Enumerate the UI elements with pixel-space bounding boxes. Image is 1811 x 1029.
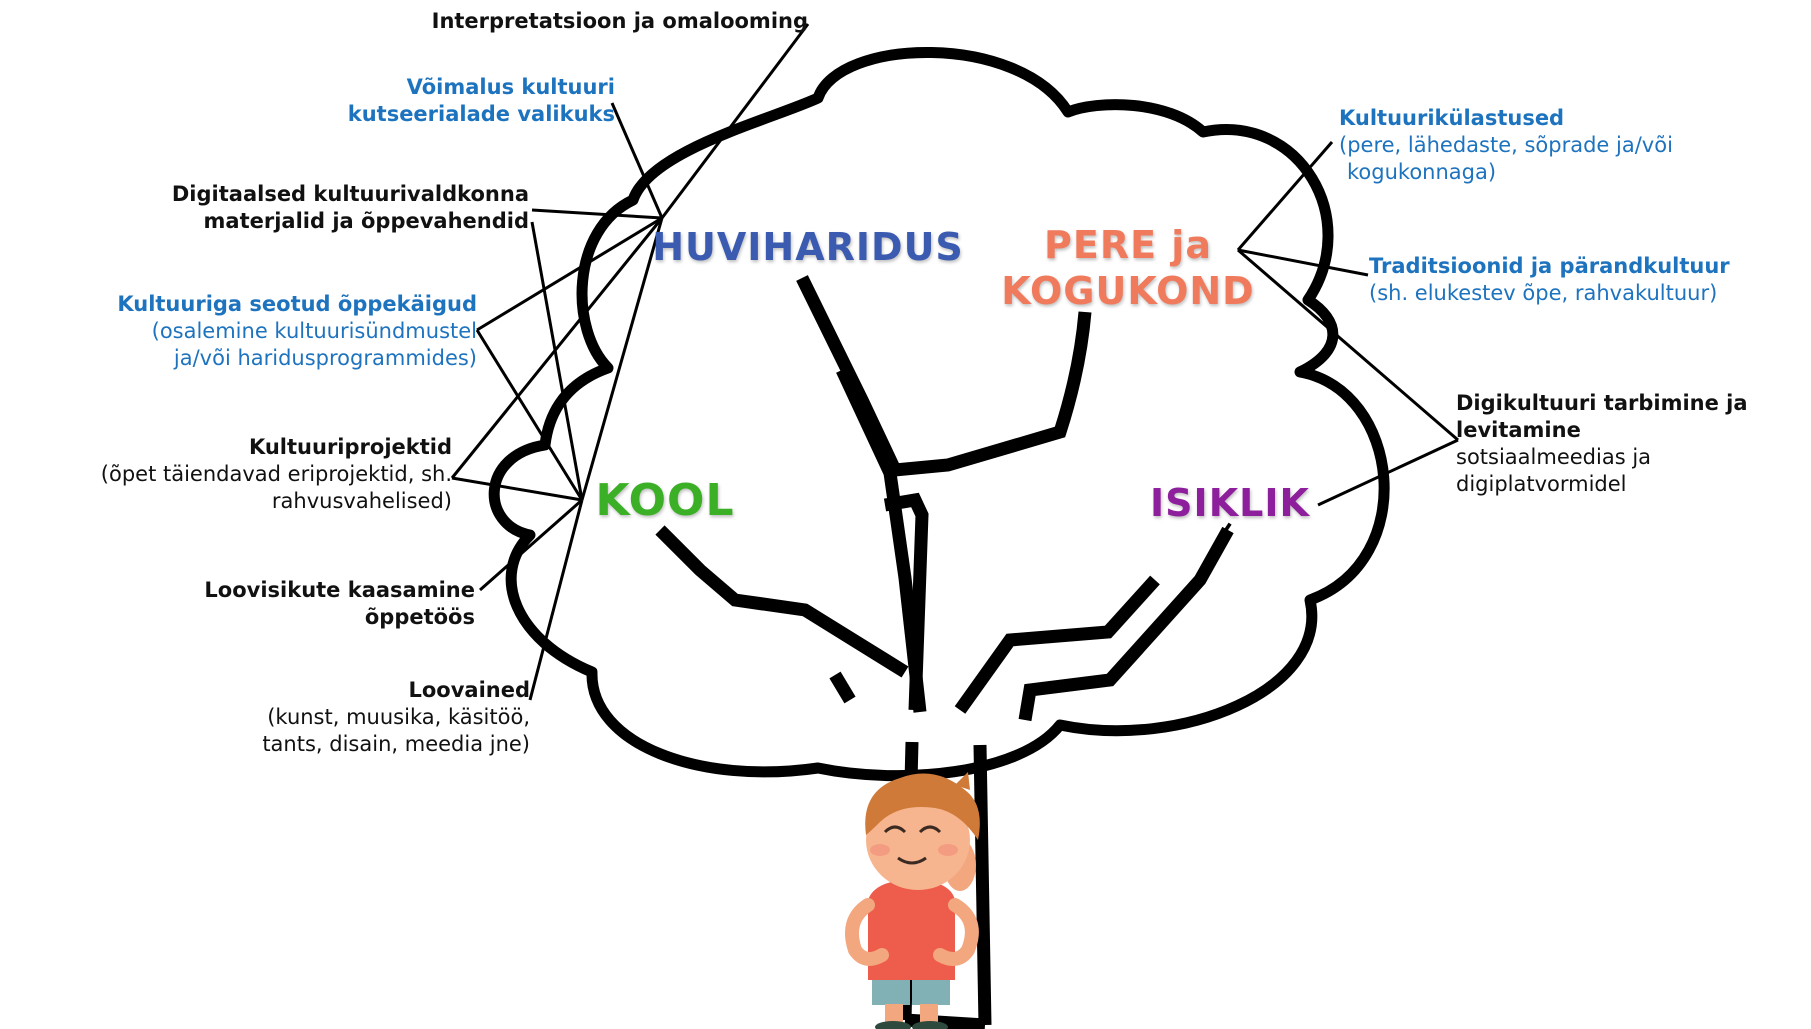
label-digikultuur-line2: levitamine bbox=[1456, 418, 1581, 442]
label-loovisikute-line1: Loovisikute kaasamine bbox=[204, 578, 475, 602]
label-interpretatsioon: Interpretatsioon ja omalooming bbox=[432, 8, 808, 35]
label-loovained-title: Loovained bbox=[408, 678, 530, 702]
label-kultuurikulastused-sub1: (pere, lähedaste, sõprade ja/või bbox=[1339, 133, 1673, 157]
child-illustration bbox=[845, 772, 980, 1029]
category-huviharidus: HUVIHARIDUS bbox=[652, 225, 964, 269]
category-pere-line2: KOGUKOND bbox=[1001, 269, 1255, 313]
label-voimalus-line1: Võimalus kultuuri bbox=[406, 75, 615, 99]
label-traditsioonid: Traditsioonid ja pärandkultuur (sh. eluk… bbox=[1369, 253, 1730, 307]
label-digitaalsed-line1: Digitaalsed kultuurivaldkonna bbox=[171, 182, 529, 206]
label-voimalus-line2: kutseerialade valikuks bbox=[347, 102, 615, 126]
label-loovained-sub2: tants, disain, meedia jne) bbox=[262, 732, 530, 756]
label-oppekaigud-title: Kultuuriga seotud õppekäigud bbox=[117, 292, 477, 316]
label-loovained: Loovained (kunst, muusika, käsitöö, tant… bbox=[262, 677, 530, 758]
label-digikultuur-sub2: digiplatvormidel bbox=[1456, 472, 1627, 496]
connector-lines bbox=[450, 23, 1459, 701]
category-pere-line1: PERE ja bbox=[1044, 223, 1212, 267]
label-digikultuur-line1: Digikultuuri tarbimine ja bbox=[1456, 391, 1748, 415]
label-kultuuriprojektid: Kultuuriprojektid (õpet täiendavad eripr… bbox=[101, 434, 452, 515]
label-oppekaigud-sub1: (osalemine kultuurisündmustel bbox=[151, 319, 477, 343]
tree-canopy-outline bbox=[488, 46, 1390, 782]
label-digitaalsed: Digitaalsed kultuurivaldkonna materjalid… bbox=[172, 181, 529, 235]
label-traditsioonid-title: Traditsioonid ja pärandkultuur bbox=[1369, 254, 1730, 278]
label-oppekaigud-sub2: ja/või haridusprogrammides) bbox=[173, 346, 477, 370]
label-loovisikute-line2: õppetöös bbox=[364, 605, 475, 629]
label-loovained-sub1: (kunst, muusika, käsitöö, bbox=[267, 705, 530, 729]
label-kultuuriprojektid-sub2: rahvusvahelised) bbox=[271, 489, 452, 513]
category-isiklik: ISIKLIK bbox=[1150, 481, 1310, 525]
label-kultuuriprojektid-title: Kultuuriprojektid bbox=[248, 435, 452, 459]
label-kultuurikulastused-sub2: kogukonnaga) bbox=[1347, 160, 1497, 184]
label-kultuurikulastused: Kultuurikülastused (pere, lähedaste, sõp… bbox=[1339, 105, 1673, 186]
label-oppekaigud: Kultuuriga seotud õppekäigud (osalemine … bbox=[117, 291, 477, 372]
category-kool: KOOL bbox=[595, 475, 735, 526]
label-voimalus: Võimalus kultuuri kutseerialade valikuks bbox=[348, 74, 615, 128]
label-loovisikute: Loovisikute kaasamine õppetöös bbox=[204, 577, 475, 631]
category-pere-ja-kogukond: PERE ja KOGUKOND bbox=[978, 222, 1278, 314]
label-digikultuur-sub1: sotsiaalmeedias ja bbox=[1456, 445, 1652, 469]
label-interpretatsioon-text: Interpretatsioon ja omalooming bbox=[431, 9, 808, 33]
label-kultuurikulastused-title: Kultuurikülastused bbox=[1339, 106, 1565, 130]
label-digitaalsed-line2: materjalid ja õppevahendid bbox=[203, 209, 529, 233]
label-digikultuur: Digikultuuri tarbimine ja levitamine sot… bbox=[1456, 390, 1748, 498]
label-traditsioonid-sub: (sh. elukestev õpe, rahvakultuur) bbox=[1369, 281, 1718, 305]
label-kultuuriprojektid-sub1: (õpet täiendavad eriprojektid, sh. bbox=[100, 462, 452, 486]
